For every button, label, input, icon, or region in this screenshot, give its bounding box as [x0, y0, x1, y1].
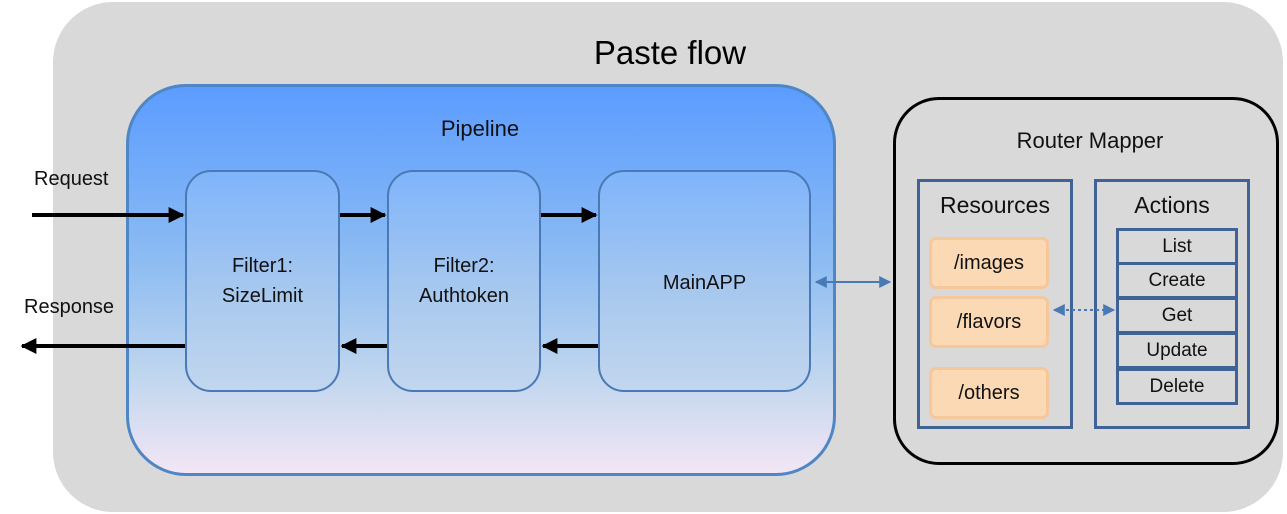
resource-others-label: /others	[932, 370, 1046, 416]
action-get: Get	[1116, 297, 1238, 334]
request-label: Request	[34, 168, 109, 190]
filter2-node: Filter2: Authtoken	[387, 170, 541, 392]
resource-flavors: /flavors	[929, 296, 1049, 348]
filter1-label-line2: SizeLimit	[221, 285, 304, 307]
mainapp-label: MainAPP	[662, 272, 747, 294]
actions-title: Actions	[1134, 192, 1210, 218]
mainapp-node: MainAPP	[598, 170, 811, 392]
resources-title: Resources	[940, 192, 1050, 218]
pipeline-title: Pipeline	[440, 116, 520, 141]
resource-others: /others	[929, 367, 1049, 419]
action-delete: Delete	[1116, 368, 1238, 405]
action-update: Update	[1116, 332, 1238, 369]
filter2-label-line1: Filter2:	[433, 255, 495, 277]
response-label: Response	[24, 296, 115, 318]
router-mapper-title: Router Mapper	[1016, 128, 1164, 153]
diagram-title: Paste flow	[593, 34, 747, 71]
resource-images: /images	[929, 237, 1049, 289]
filter2-label-line2: Authtoken	[418, 285, 510, 307]
filter1-label-line1: Filter1:	[231, 255, 294, 277]
resource-flavors-label: /flavors	[932, 299, 1046, 345]
filter1-node: Filter1: SizeLimit	[185, 170, 340, 392]
resource-images-label: /images	[932, 240, 1046, 286]
